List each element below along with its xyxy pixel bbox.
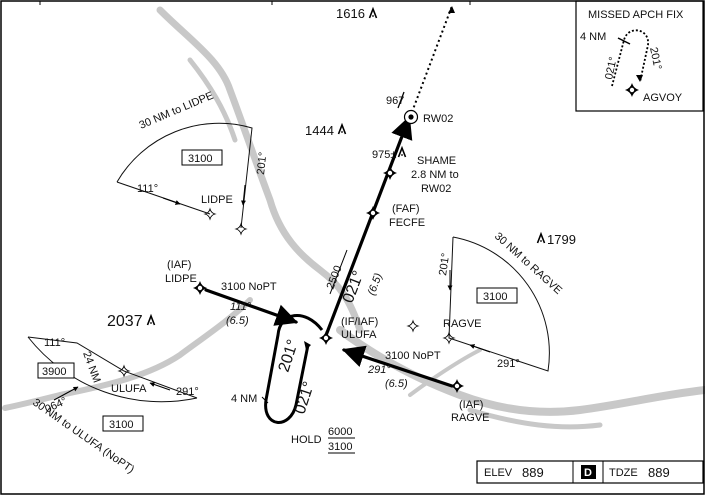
- missed-approach-leg: 4 NM: [580, 31, 606, 43]
- ragve-transition-dist: (6.5): [385, 378, 408, 390]
- fecfe-name: FECFE: [389, 217, 425, 229]
- taa-ulufa-course-a: 111°: [44, 337, 65, 349]
- peak-icon: [536, 233, 546, 244]
- missed-approach-inset: MISSED APCH FIX 4 NM 021° 201° AGVOY: [575, 0, 704, 112]
- taa-lidpe-alt: 3100: [188, 153, 212, 165]
- fecfe-role: (FAF): [392, 203, 420, 215]
- obstacle-icon: [397, 147, 407, 158]
- elev-value: 889: [522, 465, 544, 480]
- taa-ragve-course-b: 291°: [497, 358, 520, 370]
- taa-ragve-alt: 3100: [483, 291, 507, 303]
- final-approach-course: [323, 5, 455, 340]
- ragve-transition-alt: 3100 NoPT: [385, 350, 441, 362]
- d-badge: D: [584, 467, 592, 479]
- shame-distance: 2.8 NM to: [411, 169, 459, 181]
- peak-top-elev: 1616: [336, 6, 365, 21]
- taa-ulufa-outer-alt: 3100: [109, 419, 133, 431]
- rw02-label: RW02: [423, 113, 453, 125]
- taa-lidpe: 3100 111° 201° LIDPE 30 NM to LIDPE: [116, 90, 269, 235]
- ragve-name: RAGVE: [451, 412, 490, 424]
- hold-min-alt: 3100: [328, 441, 352, 453]
- shame-distance-ref: RW02: [421, 183, 451, 195]
- peak-icon: [146, 315, 156, 326]
- taa-ulufa-arc-label: 30 NM to ULUFA (NoPT): [30, 397, 136, 476]
- peak-left-elev: 2037: [107, 313, 143, 330]
- agvoy-label: AGVOY: [643, 92, 683, 104]
- hold-max-alt: 6000: [328, 426, 352, 438]
- taa-ulufa-course-b: 291°: [176, 386, 199, 398]
- lidpe-transition-course: 111°: [230, 301, 252, 313]
- hold-inbound-course: 021°: [292, 380, 318, 417]
- lidpe-name: LIDPE: [165, 273, 197, 285]
- taa-ragve-course-a: 201°: [437, 252, 452, 276]
- ragve-transition: [341, 345, 454, 388]
- missed-course-out: 021°: [603, 56, 619, 81]
- final-distance-label: (6.5): [366, 271, 385, 297]
- taa-ulufa-fix-name: ULUFA: [111, 383, 147, 395]
- ulufa-fix-icon: [319, 331, 333, 345]
- peak-right-elev: 1799: [547, 232, 576, 247]
- lidpe-transition-dist: (6.5): [226, 315, 249, 327]
- ulufa-role: (IF/IAF): [341, 316, 378, 328]
- peak-mid-elev: 1444: [305, 123, 334, 138]
- ragve-role: (IAF): [459, 399, 483, 411]
- missed-approach-title: MISSED APCH FIX: [588, 9, 684, 21]
- missed-course-in: 201°: [647, 46, 663, 71]
- hold-outbound-course: 201°: [276, 338, 302, 375]
- obstacle-elev: 975±: [372, 149, 396, 161]
- elevation-footer: ELEV 889 D TDZE 889: [476, 460, 704, 484]
- peak-icon: [368, 8, 378, 19]
- taa-ulufa-radius: 24 NM: [80, 350, 102, 385]
- taa-ulufa-inner-alt: 3900: [42, 366, 66, 378]
- holding-pattern: [264, 313, 324, 424]
- ulufa-name: ULUFA: [341, 329, 377, 341]
- lidpe-role: (IAF): [167, 259, 191, 271]
- tdze-label: TDZE: [609, 467, 638, 479]
- hold-leg-length: 4 NM: [231, 393, 257, 405]
- taa-lidpe-course-a: 111°: [137, 183, 158, 195]
- hold-label: HOLD: [291, 434, 322, 446]
- peak-icon: [337, 124, 347, 135]
- elev-label: ELEV: [484, 467, 513, 479]
- tower-elev: 967: [386, 95, 404, 107]
- taa-ragve-fix-name: RAGVE: [443, 318, 482, 330]
- ragve-transition-course: 291°: [367, 364, 391, 376]
- final-course-label: 021°: [340, 268, 368, 305]
- tdze-value: 889: [648, 465, 670, 480]
- taa-lidpe-fix-name: LIDPE: [201, 194, 233, 206]
- taa-lidpe-arc-label: 30 NM to LIDPE: [137, 90, 215, 132]
- lidpe-transition-alt: 3100 NoPT: [221, 281, 277, 293]
- shame-name: SHAME: [417, 155, 456, 167]
- fecfe-fix-icon: [366, 206, 380, 220]
- lidpe-transition: [204, 288, 299, 326]
- taa-lidpe-course-b: 201°: [255, 151, 269, 175]
